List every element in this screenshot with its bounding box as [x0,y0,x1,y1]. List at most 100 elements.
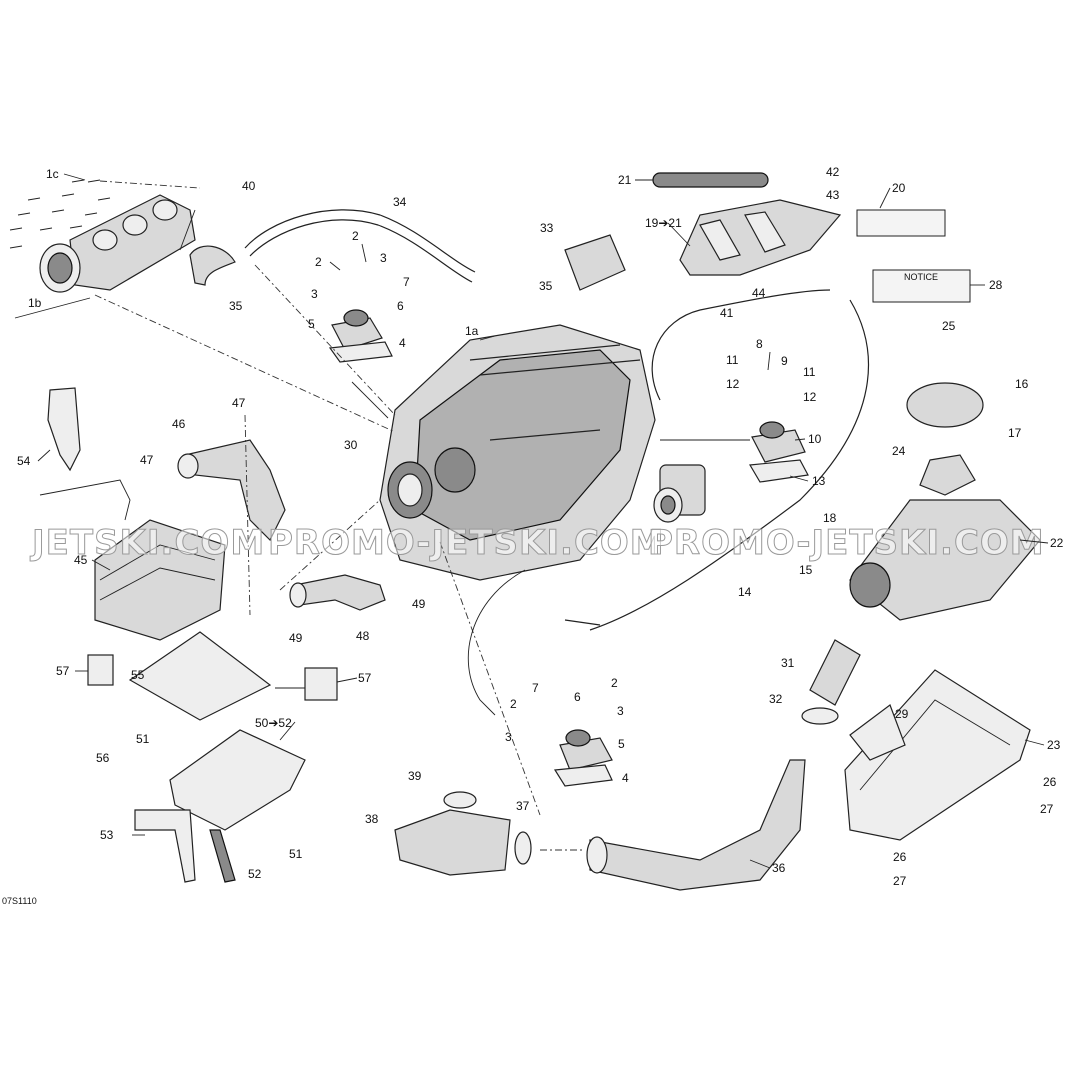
callout-c3a: 3 [311,287,318,301]
notice-label: NOTICE [872,269,971,303]
callout-c5b: 5 [618,737,625,751]
callout-c51a: 51 [136,732,150,746]
watermark-2: PROMO-JETSKI.COM [268,523,665,563]
callout-c30: 30 [344,438,358,452]
callout-c17: 17 [1008,426,1022,440]
callout-c45: 45 [74,553,88,567]
callout-c7b: 7 [532,681,539,695]
callout-c31: 31 [781,656,795,670]
callout-c6b: 6 [574,690,581,704]
callout-c29: 29 [895,707,909,721]
callout-c4b: 4 [622,771,629,785]
engine-cover [652,172,946,276]
callout-c56: 56 [96,751,110,765]
callout-c33: 33 [540,221,554,235]
silencer-base [844,669,1031,841]
callout-c14: 14 [738,585,752,599]
plate-55 [87,631,338,721]
callout-c43: 43 [826,188,840,202]
callout-c32: 32 [769,692,783,706]
callout-c16: 16 [1015,377,1029,391]
callout-c15: 15 [799,563,813,577]
callout-c13: 13 [812,474,826,488]
engine-support-left [328,309,393,363]
callout-c34: 34 [393,195,407,209]
callout-c10: 10 [808,432,822,446]
bracket-54 [39,387,131,521]
callout-c1c: 1c [46,167,59,181]
callout-c26a: 26 [1043,775,1057,789]
callout-c46: 46 [172,417,186,431]
callout-c35a: 35 [229,299,243,313]
callout-c54: 54 [17,454,31,468]
callout-c12b: 12 [803,390,817,404]
callout-c41: 41 [720,306,734,320]
manifold-bolts [9,179,201,249]
callout-c57a: 57 [56,664,70,678]
callout-c20: 20 [892,181,906,195]
throttle-body [653,464,706,523]
callout-c3d: 3 [617,704,624,718]
air-hose-31 [801,639,861,725]
assembly-lines [94,264,750,851]
callout-c7a: 7 [403,275,410,289]
callout-c3c: 3 [505,730,512,744]
callout-c28: 28 [989,278,1003,292]
callout-c25: 25 [942,319,956,333]
callout-c6a: 6 [397,299,404,313]
callout-c26b: 26 [893,850,907,864]
callout-c52: 52 [248,867,262,881]
callout-c1921: 19➔21 [645,216,682,230]
callout-c51b: 51 [289,847,303,861]
callout-c2b: 2 [352,229,359,243]
callout-c2c: 2 [510,697,517,711]
callout-c47b: 47 [140,453,154,467]
watermark-1: JETSKI.COM [30,523,265,563]
callout-c22: 22 [1050,536,1064,550]
callout-c5a: 5 [308,317,315,331]
throttle-cable [564,289,870,631]
callout-c27b: 27 [893,874,907,888]
engine-block [379,324,656,581]
intercooler-hose-46 [177,439,286,542]
mount-plate-50 [134,729,306,883]
callout-c27a: 27 [1040,802,1054,816]
air-intake-silencer [849,382,1041,621]
callout-c12a: 12 [726,377,740,391]
callout-c47a: 47 [232,396,246,410]
breather-hose [189,209,626,291]
callout-c9: 9 [781,354,788,368]
callout-c5052: 50➔52 [255,716,292,730]
callout-c11a: 11 [726,353,739,367]
engine-support-rear [553,729,613,787]
callout-c36: 36 [772,861,786,875]
engine-support-right [749,421,809,483]
air-duct-36 [586,759,806,891]
callout-c53: 53 [100,828,114,842]
callout-c2a: 2 [315,255,322,269]
callout-c49b: 49 [412,597,426,611]
callout-c49a: 49 [289,631,303,645]
watermarks: JETSKI.COM PROMO-JETSKI.COM PROMO-JETSKI… [30,523,1045,564]
callout-c42: 42 [826,165,840,179]
watermark-3: PROMO-JETSKI.COM [648,523,1045,563]
callout-c44: 44 [752,286,766,300]
callout-c1a: 1a [465,324,479,338]
callout-c21: 21 [618,173,632,187]
callout-c2d: 2 [611,676,618,690]
callout-c11b: 11 [803,365,816,379]
callout-c18: 18 [823,511,837,525]
callout-c24: 24 [892,444,906,458]
callout-c3b: 3 [380,251,387,265]
intake-manifold [14,194,196,319]
callout-c4a: 4 [399,336,406,350]
callout-c57b: 57 [358,671,372,685]
leader-lines [37,173,1049,869]
callout-c55: 55 [131,668,145,682]
callout-c39: 39 [408,769,422,783]
intercooler-hose-48 [289,574,386,611]
callout-c37: 37 [516,799,530,813]
callout-c35b: 35 [539,279,553,293]
intercooler [94,519,226,641]
